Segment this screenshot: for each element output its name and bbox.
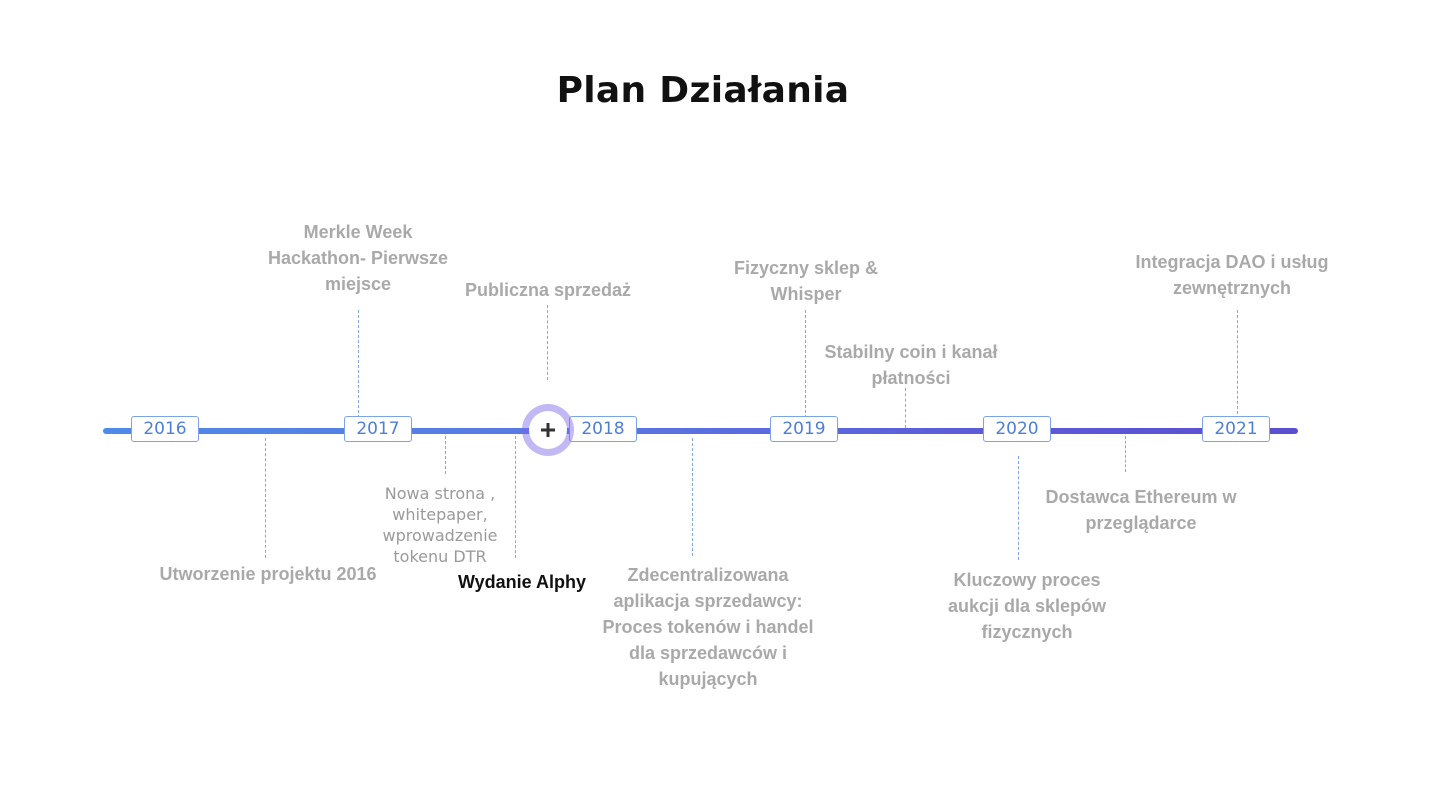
connector-line: [547, 305, 548, 380]
event-line: przeglądarce: [1085, 513, 1197, 533]
timeline-current-marker[interactable]: [522, 404, 574, 456]
event-line: aukcji dla sklepów: [947, 596, 1107, 616]
timeline-axis: [103, 428, 1298, 434]
event-label-merkle-week: Merkle Week Hackathon- Pierwsze miejsce: [268, 219, 448, 297]
event-line: Publiczna sprzedaż: [464, 280, 632, 300]
year-label-2019: 2019: [770, 416, 838, 442]
event-line: Hackathon- Pierwsze: [267, 248, 449, 268]
plus-icon: [541, 423, 555, 437]
connector-line: [1237, 310, 1238, 414]
event-label-stablecoin: Stabilny coin i kanał płatności: [824, 339, 997, 391]
event-label-new-website: Nowa strona , whitepaper, wprowadzenie t…: [383, 483, 498, 567]
event-label-public-sale: Publiczna sprzedaż: [465, 277, 631, 303]
event-line: Wydanie Alphy: [457, 572, 587, 592]
year-label-2020: 2020: [983, 416, 1051, 442]
event-line: Zdecentralizowana: [627, 565, 789, 585]
event-line: Nowa strona ,: [384, 484, 496, 503]
connector-line: [1125, 436, 1126, 472]
event-line: tokenu DTR: [393, 547, 487, 566]
connector-line: [805, 310, 806, 418]
connector-line: [265, 438, 266, 558]
event-label-ethereum-provider: Dostawca Ethereum w przeglądarce: [1045, 484, 1236, 536]
event-line: fizycznych: [981, 622, 1073, 642]
event-label-dao-integration: Integracja DAO i usług zewnętrznych: [1135, 249, 1328, 301]
event-line: Merkle Week: [303, 222, 413, 242]
connector-line: [358, 310, 359, 418]
event-line: Integracja DAO i usług: [1135, 252, 1329, 272]
event-line: Whisper: [770, 284, 842, 304]
event-label-auction-process: Kluczowy proces aukcji dla sklepów fizyc…: [948, 567, 1106, 645]
event-line: Stabilny coin i kanał: [824, 342, 998, 362]
event-line: Utworzenie projektu 2016: [159, 564, 377, 584]
event-label-dapp: Zdecentralizowana aplikacja sprzedawcy: …: [602, 562, 813, 692]
connector-line: [1018, 456, 1019, 560]
event-label-alpha-release: Wydanie Alphy: [458, 569, 586, 595]
marker-button[interactable]: [529, 411, 567, 449]
event-line: płatności: [871, 368, 951, 388]
event-label-project-created: Utworzenie projektu 2016: [159, 561, 376, 587]
event-line: dla sprzedawców i: [628, 643, 788, 663]
page-title: Plan Działania: [556, 70, 850, 111]
year-label-2016: 2016: [131, 416, 199, 442]
event-line: kupujących: [658, 669, 758, 689]
year-label-2017: 2017: [344, 416, 412, 442]
event-line: Kluczowy proces: [953, 570, 1101, 590]
event-line: Dostawca Ethereum w: [1045, 487, 1237, 507]
year-label-2021: 2021: [1202, 416, 1270, 442]
connector-line: [515, 436, 516, 558]
connector-line: [445, 436, 446, 474]
event-line: wprowadzenie: [382, 526, 498, 545]
event-line: whitepaper,: [392, 505, 488, 524]
event-line: zewnętrznych: [1172, 278, 1292, 298]
event-line: aplikacja sprzedawcy:: [613, 591, 803, 611]
event-line: Fizyczny sklep &: [733, 258, 879, 278]
event-label-physical-store: Fizyczny sklep & Whisper: [734, 255, 878, 307]
event-line: miejsce: [324, 274, 392, 294]
event-line: Proces tokenów i handel: [602, 617, 814, 637]
connector-line: [905, 388, 906, 428]
connector-line: [692, 438, 693, 556]
year-label-2018: 2018: [569, 416, 637, 442]
